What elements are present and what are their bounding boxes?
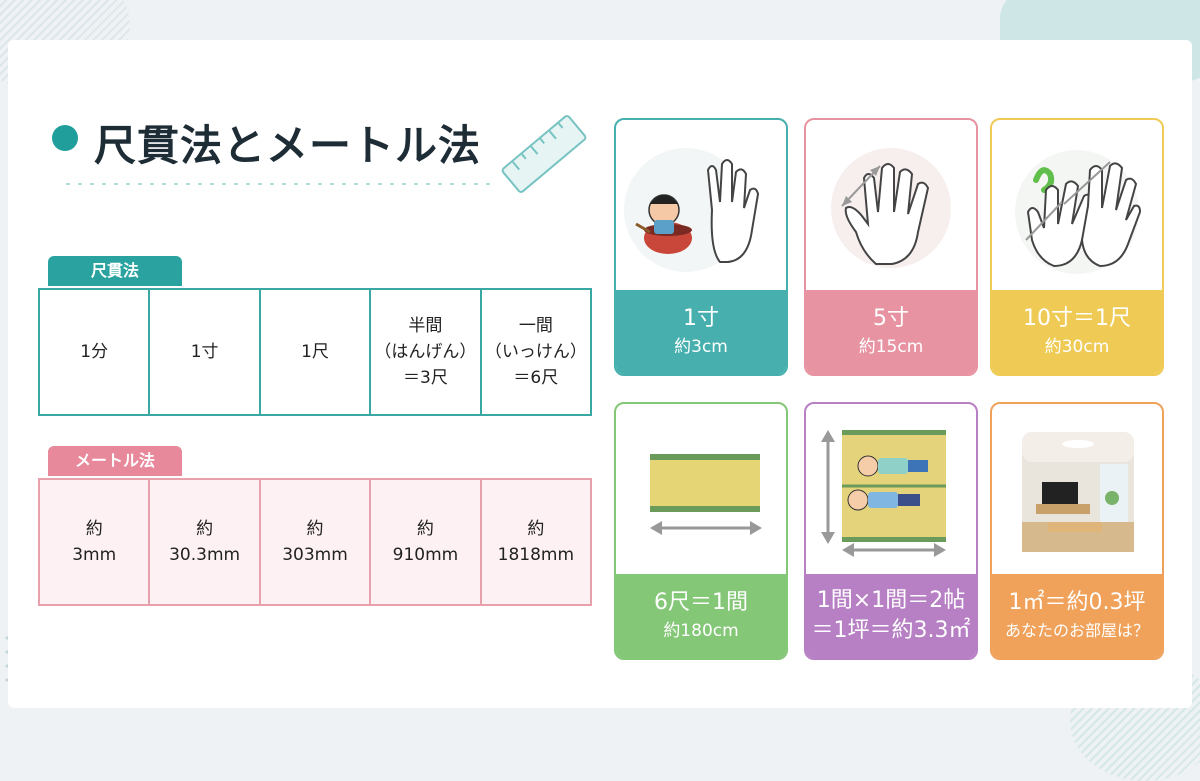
card-title: 1㎡＝約0.3坪 [1008, 590, 1146, 615]
card-title: 1寸 [683, 306, 719, 331]
metric-cell: 約 30.3mm [148, 480, 258, 604]
issunboshi-and-hand-icon [616, 120, 786, 294]
card-title: 10寸＝1尺 [1023, 306, 1131, 331]
card-square-meter: 1㎡＝約0.3坪 あなたのお部屋は？ [990, 402, 1164, 660]
card-subtitle: ＝1坪＝約3.3㎡ [811, 618, 971, 643]
shakkan-label: 尺貫法 [48, 256, 182, 286]
metric-cell: 約 910mm [369, 480, 479, 604]
two-hands-span-icon [992, 120, 1162, 294]
shakkan-cell: 1尺 [258, 290, 369, 414]
card-subtitle: 約3cm [674, 337, 728, 357]
card-title: 5寸 [873, 306, 909, 331]
shakkan-cell: 1分 [80, 342, 109, 362]
card-title: 6尺＝1間 [654, 590, 748, 615]
card-subtitle: 約30cm [1044, 337, 1110, 357]
metric-table: 約 3mm 約 30.3mm 約 303mm 約 910mm 約 1818mm [38, 478, 592, 606]
title-dotted-rule [62, 182, 492, 186]
card-5sun: 5寸 約15cm [804, 118, 978, 376]
shakkan-cell: 1寸 [148, 290, 258, 414]
card-subtitle: 約180cm [663, 621, 739, 641]
card-subtitle: 約15cm [858, 337, 924, 357]
shakkan-cell: 半間 （はんげん） ＝3尺 [369, 290, 479, 414]
metric-label: メートル法 [48, 446, 182, 476]
card-title: 1間×1間＝2帖 [816, 588, 966, 613]
metric-cell: 約 1818mm [479, 480, 590, 604]
card-1sun: 1寸 約3cm [614, 118, 788, 376]
metric-cell: 約 303mm [258, 480, 369, 604]
card-6shaku: 6尺＝1間 約180cm [614, 402, 788, 660]
page-title: 尺貫法とメートル法 [94, 121, 482, 170]
people-on-tatami-icon [806, 404, 976, 578]
metric-cell: 約 3mm [72, 519, 117, 565]
living-room-icon [992, 404, 1162, 578]
card-subtitle: あなたのお部屋は？ [1004, 621, 1149, 640]
card-10sun: 10寸＝1尺 約30cm [990, 118, 1164, 376]
hand-span-icon [806, 120, 976, 294]
tatami-mat-icon [616, 404, 786, 578]
shakkan-table: 1分 1寸 1尺 半間 （はんげん） ＝3尺 一間 （いっけん） ＝6尺 [38, 288, 592, 416]
card-tsubo: 1間×1間＝2帖 ＝1坪＝約3.3㎡ [804, 402, 978, 660]
shakkan-cell: 一間 （いっけん） ＝6尺 [479, 290, 590, 414]
title-bullet-icon [52, 125, 78, 151]
